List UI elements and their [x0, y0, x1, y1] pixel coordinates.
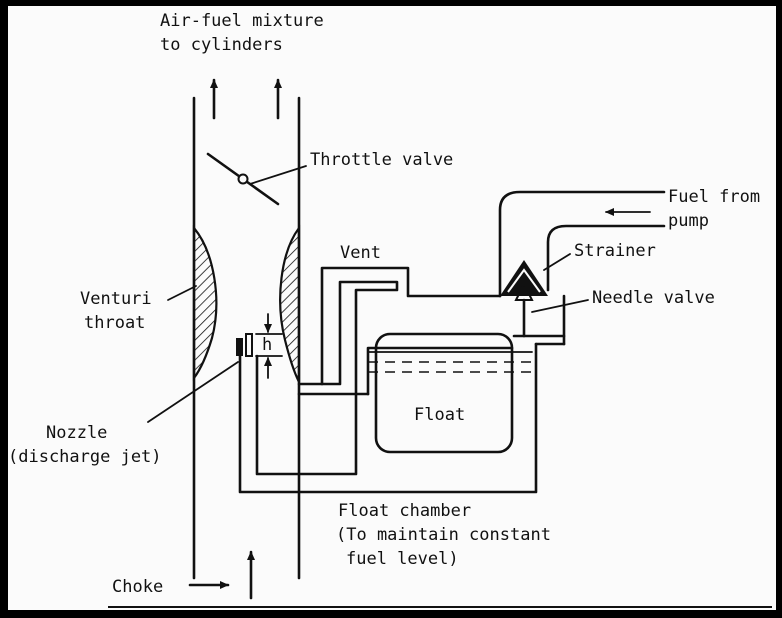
venturi-label-2: throat — [84, 313, 145, 333]
strainer-leader — [543, 253, 571, 271]
float-chamber-outer-bottom — [238, 342, 538, 494]
float-chamber-label-1: Float chamber — [338, 501, 471, 521]
h-label: h — [262, 335, 272, 355]
vent-label: Vent — [340, 243, 381, 263]
nozzle-label-1: Nozzle — [46, 423, 107, 443]
throttle-spindle — [237, 173, 249, 185]
float-chamber-label-2: (To maintain constant — [336, 525, 551, 545]
choke-label: Choke — [112, 577, 163, 597]
float-chamber-label-3: fuel level) — [346, 549, 459, 569]
strainer-label: Strainer — [574, 241, 656, 261]
venturi-leader — [167, 285, 197, 301]
venturi-left — [192, 224, 218, 382]
fuel-from-label-2: pump — [668, 211, 709, 231]
fuel-inlet-outer — [498, 190, 666, 298]
nozzle-jet-tip — [236, 338, 243, 356]
fuel-passage-inner — [255, 280, 399, 476]
air-fuel-label-2: to cylinders — [160, 35, 283, 55]
nozzle-tube-end — [245, 333, 253, 357]
fuel-from-label-1: Fuel from — [668, 187, 760, 207]
venturi-label-1: Venturi — [80, 289, 152, 309]
needle-valve-label: Needle valve — [592, 288, 715, 308]
needle-leader — [531, 299, 589, 313]
diagram-panel — [8, 6, 776, 610]
throttle-valve-label: Throttle valve — [310, 150, 453, 170]
fuel-inlet-inner — [546, 224, 666, 292]
strainer-mesh — [507, 268, 541, 293]
throttle-leader — [249, 165, 307, 185]
float-label: Float — [414, 405, 465, 425]
nozzle-leader — [147, 361, 239, 423]
float-body — [374, 332, 514, 454]
nozzle-label-2: (discharge jet) — [8, 447, 162, 467]
strainer-cone — [500, 260, 548, 296]
air-fuel-label-1: Air-fuel mixture — [160, 11, 324, 31]
float-chamber-top — [366, 346, 514, 396]
vent-tube — [320, 266, 502, 386]
venturi-right — [279, 224, 301, 383]
